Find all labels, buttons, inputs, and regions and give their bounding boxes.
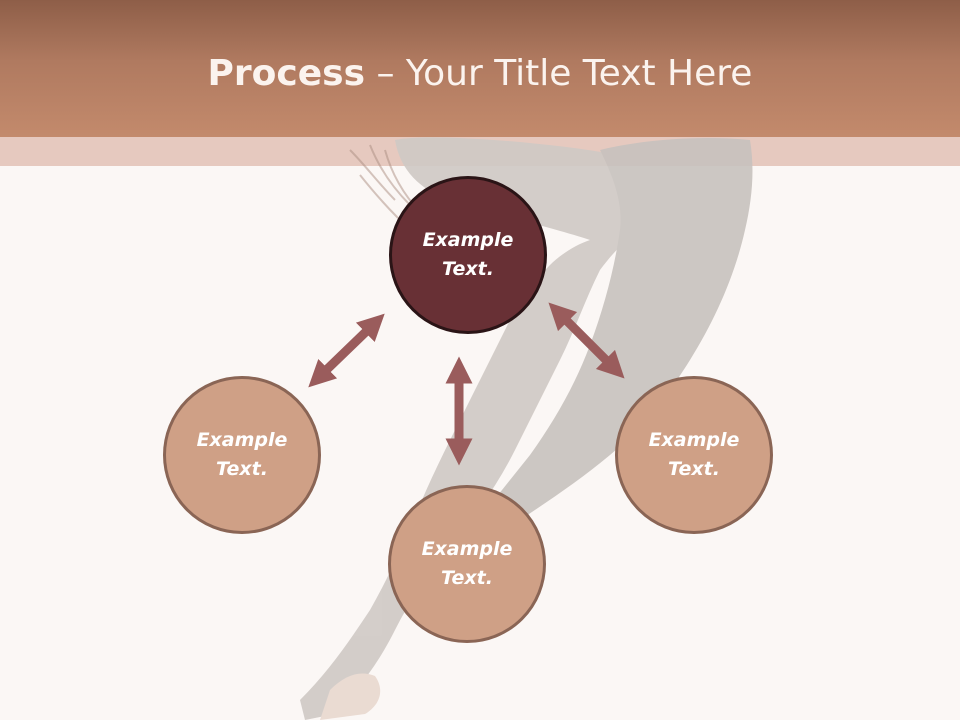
slide-title-bold: Process	[207, 53, 366, 94]
process-node-bottom: Example Text.	[388, 485, 546, 643]
slide-title: Process – Your Title Text Here	[0, 50, 960, 98]
process-node-left: Example Text.	[163, 376, 321, 534]
arrow-top-left	[308, 313, 385, 388]
slide-title-rest: – Your Title Text Here	[365, 53, 753, 94]
process-node-top: Example Text.	[389, 176, 547, 334]
arrow-top-right	[548, 302, 625, 379]
process-node-right: Example Text.	[615, 376, 773, 534]
title-banner	[0, 0, 960, 137]
